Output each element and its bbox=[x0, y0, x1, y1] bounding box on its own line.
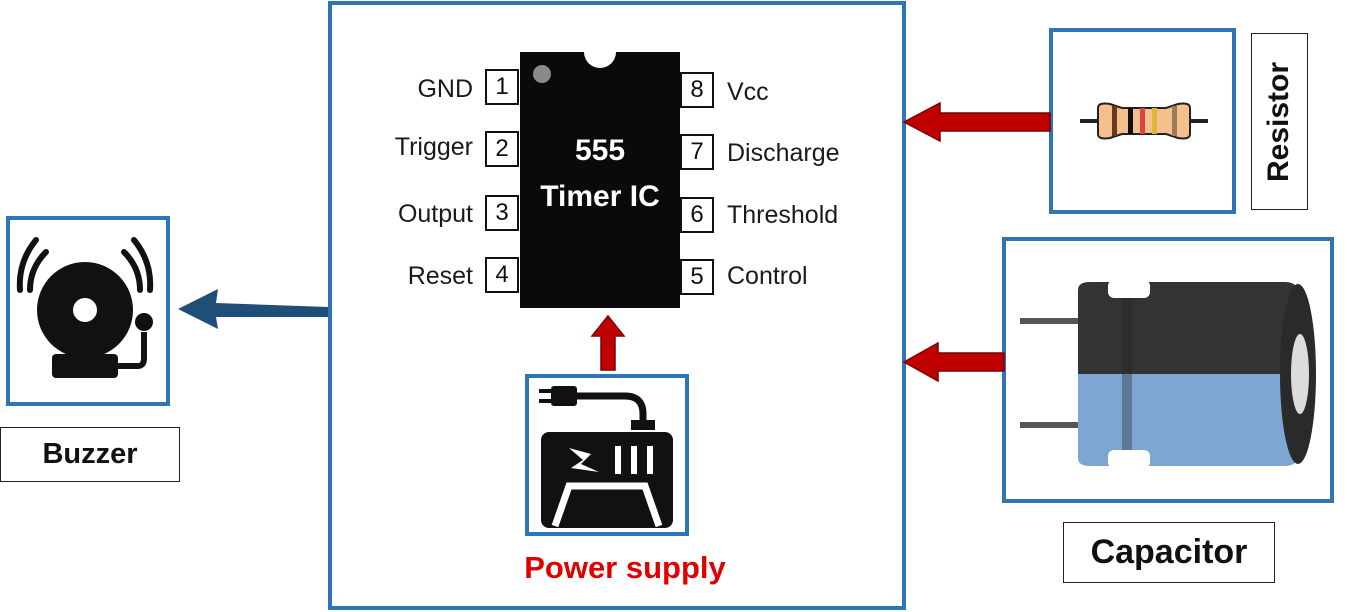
electrolytic-capacitor-icon bbox=[1020, 280, 1316, 468]
pin-1-number: 1 bbox=[485, 69, 519, 105]
alarm-bell-icon bbox=[16, 237, 154, 378]
pin-2-label: Trigger bbox=[394, 133, 473, 161]
pin-6-number: 6 bbox=[680, 197, 714, 233]
pin-2-number: 2 bbox=[485, 131, 519, 167]
pin-4-label: Reset bbox=[407, 262, 473, 290]
pin-4-number: 4 bbox=[485, 257, 519, 293]
resistor-to-ic-arrow bbox=[902, 101, 1051, 143]
pin-5-number: 5 bbox=[680, 259, 714, 295]
pin-8-label: Vcc bbox=[727, 78, 769, 106]
pin-6-label: Threshold bbox=[727, 201, 839, 229]
ic-title-name: Timer IC bbox=[540, 180, 660, 213]
ic-chip-body bbox=[520, 52, 680, 308]
power-to-ic-arrow bbox=[590, 314, 626, 371]
buzzer-label: Buzzer bbox=[0, 427, 180, 482]
ic-to-buzzer-arrow bbox=[178, 289, 328, 329]
resistor-label-text: Resistor bbox=[1262, 61, 1296, 182]
pin-3-number: 3 bbox=[485, 195, 519, 231]
pin-5-label: Control bbox=[727, 262, 808, 290]
pin-7-number: 7 bbox=[680, 134, 714, 170]
pin-1-label: GND bbox=[417, 75, 473, 103]
power-supply-icon bbox=[539, 386, 673, 528]
ic-title-number: 555 bbox=[574, 134, 626, 167]
capacitor-to-ic-arrow bbox=[902, 341, 1005, 383]
resistor-icon bbox=[1080, 102, 1208, 140]
capacitor-label: Capacitor bbox=[1063, 522, 1275, 583]
pin-3-label: Output bbox=[397, 200, 473, 228]
resistor-label: Resistor bbox=[1251, 33, 1308, 210]
pin-8-number: 8 bbox=[680, 72, 714, 108]
pin-7-label: Discharge bbox=[727, 139, 840, 167]
power-supply-label: Power supply bbox=[524, 550, 726, 585]
